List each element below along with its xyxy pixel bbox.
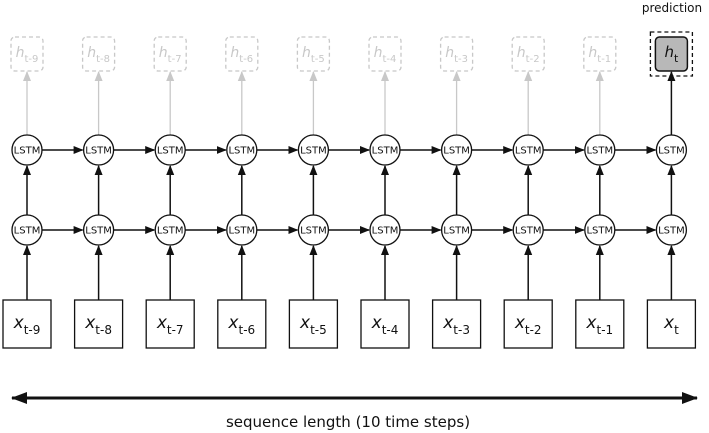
input-box: [145, 299, 195, 349]
output-box: [81, 36, 116, 72]
lstm-cell-top: [154, 134, 186, 166]
lstm-cell-label: LSTM: [157, 226, 184, 237]
input-label: xt-9: [13, 313, 41, 337]
input-label: xt-3: [442, 313, 470, 337]
lstm-cell-label: LSTM: [372, 226, 399, 237]
input-box: [431, 299, 482, 349]
lstm-cell-label: LSTM: [443, 226, 470, 237]
lstm-cell-label: LSTM: [515, 146, 542, 157]
output-label: ht-1: [588, 45, 611, 65]
lstm-cell-top: [512, 134, 544, 166]
lstm-cell-top: [369, 134, 401, 166]
input-box: [73, 299, 124, 349]
lstm-cell-label: LSTM: [443, 146, 470, 157]
lstm-cell-bottom: [226, 214, 258, 246]
lstm-cell-bottom: [655, 214, 688, 246]
prediction-highlight-box: [649, 31, 694, 77]
output-nodes: ht-9 ht-8 ht-7 ht-6 ht-5 ht-4 ht-3 ht-2 ht-1 ht: [10, 31, 694, 77]
input-label: xt-2: [514, 313, 542, 337]
input-label: xt-8: [84, 313, 112, 337]
lstm-cell-top: [11, 134, 43, 166]
output-box: [225, 36, 259, 72]
lstm-cells: LSTM LSTM LSTM LSTM LSTM LSTM LSTM LSTM LSTM LSTM…: [11, 134, 688, 246]
output-box: [10, 36, 44, 72]
input-label: xt: [663, 313, 679, 337]
output-label: ht-5: [302, 45, 325, 65]
lstm-cell-bottom: [512, 214, 544, 246]
input-nodes: xt-9 xt-8 xt-7 xt-6 xt-5 xt-4 xt-3 xt-2 xt-1 xt: [2, 299, 697, 349]
output-label: ht: [664, 43, 679, 65]
lstm-cell-label: LSTM: [14, 146, 41, 157]
input-box: [503, 299, 553, 349]
lstm-cell-bottom: [369, 214, 401, 246]
output-label: ht-4: [374, 45, 397, 65]
input-label: xt-6: [227, 313, 255, 337]
lstm-cell-label: LSTM: [228, 226, 255, 237]
lstm-cell-top: [440, 134, 473, 166]
connections: [23, 71, 676, 300]
output-label: ht-3: [445, 45, 468, 65]
output-box-final: [654, 36, 689, 72]
lstm-cell-label: LSTM: [85, 226, 112, 237]
lstm-cell-top: [584, 134, 616, 166]
lstm-cell-bottom: [297, 214, 330, 246]
input-box: [217, 299, 267, 349]
output-label: ht-2: [517, 45, 540, 65]
lstm-cell-label: LSTM: [658, 226, 685, 237]
lstm-cell-top: [655, 134, 688, 166]
input-label: xt-5: [299, 313, 327, 337]
lstm-cell-label: LSTM: [658, 146, 685, 157]
lstm-cell-top: [297, 134, 330, 166]
input-box: [288, 299, 339, 349]
lstm-cell-label: LSTM: [586, 146, 613, 157]
lstm-cell-label: LSTM: [85, 146, 112, 157]
output-box: [583, 36, 617, 72]
lstm-cell-bottom: [440, 214, 473, 246]
lstm-cell-label: LSTM: [14, 226, 41, 237]
input-box: [2, 299, 52, 349]
input-box: [360, 299, 410, 349]
lstm-cell-label: LSTM: [586, 226, 613, 237]
sequence-length-caption: sequence length (10 time steps): [226, 413, 470, 431]
output-box: [368, 36, 402, 72]
lstm-cell-label: LSTM: [515, 226, 542, 237]
output-label: ht-7: [159, 45, 182, 65]
output-box: [296, 36, 331, 72]
lstm-cell-label: LSTM: [372, 146, 399, 157]
output-label: ht-6: [230, 45, 253, 65]
output-label: ht-8: [87, 45, 110, 65]
lstm-cell-top: [82, 134, 115, 166]
input-box: [575, 299, 625, 349]
lstm-cell-label: LSTM: [300, 226, 327, 237]
lstm-cell-bottom: [82, 214, 115, 246]
input-box: [646, 299, 697, 349]
input-label: xt-7: [156, 313, 184, 337]
lstm-cell-bottom: [154, 214, 186, 246]
lstm-cell-bottom: [584, 214, 616, 246]
prediction-label: prediction: [642, 1, 702, 15]
output-label: ht-9: [16, 45, 39, 65]
lstm-cell-bottom: [11, 214, 43, 246]
lstm-cell-label: LSTM: [228, 146, 255, 157]
output-box: [439, 36, 474, 72]
output-box: [511, 36, 545, 72]
input-label: xt-4: [371, 313, 399, 337]
lstm-cell-top: [226, 134, 258, 166]
output-box: [153, 36, 187, 72]
input-label: xt-1: [585, 313, 613, 337]
lstm-cell-label: LSTM: [300, 146, 327, 157]
lstm-cell-label: LSTM: [157, 146, 184, 157]
